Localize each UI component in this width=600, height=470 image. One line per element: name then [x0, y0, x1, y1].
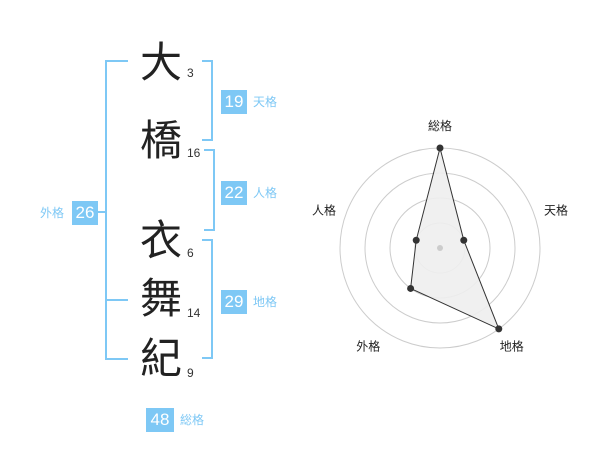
jinkaku-bracket: [204, 149, 215, 231]
tenkaku-label: 天格: [253, 95, 278, 109]
stroke-count-2: 16: [187, 146, 201, 160]
radar-axis-label-1: 総格: [428, 118, 452, 133]
radar-axis-label-5: 人格: [312, 202, 336, 217]
radar-point-5: [412, 236, 420, 244]
gaikaku-label: 外格: [40, 206, 65, 220]
radar-axis-label-3: 地格: [500, 339, 524, 354]
chikaku-bracket: [202, 239, 213, 359]
jinkaku-label: 人格: [253, 186, 278, 200]
jinkaku-value: 22: [221, 181, 247, 205]
name-char-1: 大: [139, 38, 182, 87]
brackets: [98, 60, 215, 360]
name-char-5: 紀: [139, 334, 182, 383]
gaikaku-value: 26: [72, 201, 98, 225]
radar-point-2: [460, 236, 468, 244]
stroke-count-4: 14: [187, 306, 201, 320]
radar-axis-label-2: 天格: [544, 202, 568, 217]
tenkaku-bracket: [202, 60, 213, 141]
radar-axis-label-4: 外格: [356, 339, 380, 354]
name-char-4: 舞: [139, 274, 182, 323]
chikaku-label: 地格: [253, 295, 278, 309]
name-char-2: 橋: [139, 116, 182, 165]
radar-point-3: [495, 325, 503, 333]
chikaku-value: 29: [221, 290, 247, 314]
stroke-count-3: 6: [187, 246, 194, 260]
soukaku-label: 総格: [180, 413, 205, 427]
radar-area: [410, 147, 500, 330]
gaikaku-bracket: [105, 60, 128, 360]
stroke-count-5: 9: [187, 366, 194, 380]
tenkaku-value: 19: [221, 90, 247, 114]
radar-point-1: [436, 144, 444, 152]
stroke-count-1: 3: [187, 66, 194, 80]
radar-point-4: [407, 284, 415, 292]
name-char-3: 衣: [139, 216, 182, 265]
radar-center-dot: [437, 245, 443, 251]
soukaku-value: 48: [146, 408, 174, 432]
